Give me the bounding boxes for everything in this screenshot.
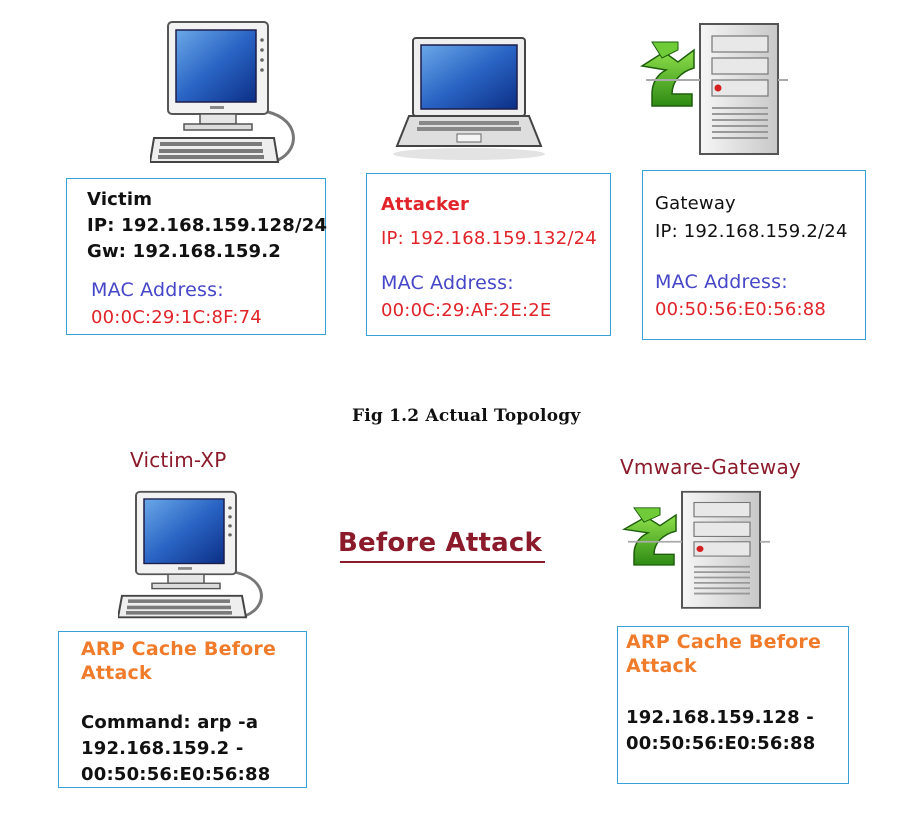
victim-mac-label: MAC Address: [91, 279, 224, 301]
vmware-gateway-title: Vmware-Gateway [620, 455, 801, 479]
victim-arp-title-line2: Attack [81, 662, 152, 684]
gateway-arp-entry-mac: 00:50:56:E0:56:88 [626, 733, 816, 754]
attacker-info-box: Attacker IP: 192.168.159.132/24 MAC Addr… [366, 173, 611, 336]
attacker-ip: IP: 192.168.159.132/24 [381, 228, 597, 249]
victim-arp-title-line1: ARP Cache Before [81, 638, 277, 660]
gateway-ip: IP: 192.168.159.2/24 [655, 221, 848, 242]
gateway-info-box: Gateway IP: 192.168.159.2/24 MAC Address… [642, 170, 866, 340]
victim-arp-command: Command: arp -a [81, 712, 259, 733]
gateway-arp-entry-ip: 192.168.159.128 - [626, 707, 814, 728]
victim-gateway: Gw: 192.168.159.2 [87, 241, 282, 262]
victim-info-box: Victim IP: 192.168.159.128/24 Gw: 192.16… [66, 178, 328, 335]
attacker-laptop-icon [383, 36, 558, 166]
victim-arp-cache-box: ARP Cache Before Attack Command: arp -a … [58, 631, 307, 788]
victim-desktop-icon [150, 20, 295, 165]
gateway-name: Gateway [655, 193, 736, 214]
figure-caption: Fig 1.2 Actual Topology [352, 406, 581, 426]
gateway-arp-title-line2: Attack [626, 655, 697, 677]
gateway-arp-cache-box: ARP Cache Before Attack 192.168.159.128 … [617, 626, 849, 784]
gateway-mac: 00:50:56:E0:56:88 [655, 299, 827, 320]
attacker-mac-label: MAC Address: [381, 272, 514, 294]
victim-arp-entry-ip: 192.168.159.2 - [81, 738, 244, 759]
gateway-server-icon [638, 22, 798, 162]
gateway-arp-title-line1: ARP Cache Before [626, 631, 822, 653]
attacker-mac: 00:0C:29:AF:2E:2E [381, 300, 552, 321]
victim-xp-title: Victim-XP [130, 448, 227, 472]
before-attack-label: Before Attack [338, 528, 542, 558]
gateway-mac-label: MAC Address: [655, 271, 788, 293]
victim-arp-entry-mac: 00:50:56:E0:56:88 [81, 764, 271, 785]
vmware-gateway-server-icon [620, 490, 780, 615]
before-attack-underline [340, 561, 545, 563]
victim-xp-desktop-icon [118, 490, 263, 620]
victim-ip: IP: 192.168.159.128/24 [87, 215, 328, 236]
victim-name: Victim [87, 189, 153, 210]
victim-mac: 00:0C:29:1C:8F:74 [91, 307, 262, 328]
attacker-name: Attacker [381, 194, 470, 215]
